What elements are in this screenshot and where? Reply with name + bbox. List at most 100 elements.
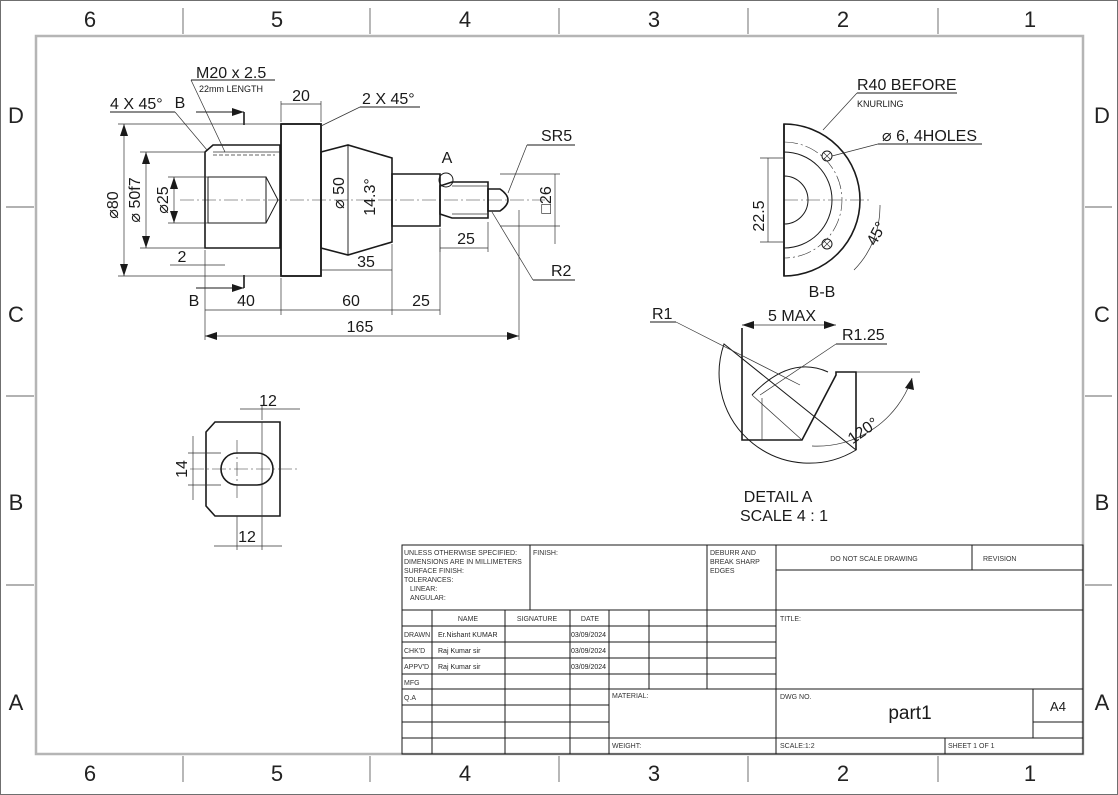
detail-a-view: 5 MAX R1 R1.25 120° DETAIL A SCALE 4 : 1 <box>650 306 920 525</box>
weight-label: WEIGHT: <box>612 743 641 750</box>
dim-dia-50: ⌀ 50 <box>331 177 348 209</box>
dim-dia-25: ⌀25 <box>155 186 172 214</box>
zone-left-d: D <box>8 103 24 128</box>
dim-len-60: 60 <box>342 293 360 310</box>
zone-right-d: D <box>1094 103 1110 128</box>
detail-a-marker: A <box>442 150 453 167</box>
row-chkd-date: 03/09/2024 <box>571 648 606 655</box>
spherical-tip <box>487 188 509 212</box>
finish-label: FINISH: <box>533 550 558 557</box>
section-hatch <box>783 151 833 249</box>
dim-r1-25: R1.25 <box>842 327 885 344</box>
scale-value: SCALE:1:2 <box>780 743 815 750</box>
sheet-size: A4 <box>1050 699 1066 714</box>
r40-before: R40 BEFORE <box>857 77 957 94</box>
dim-len-35: 35 <box>357 254 375 271</box>
zone-top-4: 4 <box>459 7 471 32</box>
title-label: TITLE: <box>780 616 801 623</box>
chamfer-left-callout: 4 X 45° <box>110 96 163 113</box>
dim-len-25-small: 25 <box>457 231 475 248</box>
slot-dim-top-12: 12 <box>259 393 277 410</box>
detail-scale: SCALE 4 : 1 <box>740 508 828 525</box>
hatched-section <box>204 144 281 249</box>
dim-r1: R1 <box>652 306 673 323</box>
zone-labels-left: D C B A <box>8 103 24 715</box>
hole-bottom <box>821 238 833 250</box>
dim-sr5: SR5 <box>541 128 572 145</box>
deburr-line-3: EDGES <box>710 568 735 575</box>
slot-view: 12 14 12 <box>174 393 300 550</box>
col-date: DATE <box>581 616 599 623</box>
zone-ticks <box>6 8 1112 782</box>
slot-dim-bottom-12: 12 <box>238 529 256 546</box>
dim-len-40: 40 <box>237 293 255 310</box>
col-name: NAME <box>458 616 479 623</box>
thread-length-note: 22mm LENGTH <box>199 84 263 94</box>
zone-top-5: 5 <box>271 7 283 32</box>
angle-arc-120 <box>811 377 913 447</box>
slot-dim-left-14: 14 <box>174 460 191 478</box>
row-drawn-role: DRAWN <box>404 632 430 639</box>
revision-label: REVISION <box>983 556 1016 563</box>
row-appvd-name: Raj Kumar sir <box>438 664 481 671</box>
row-appvd-date: 03/09/2024 <box>571 664 606 671</box>
col-signature: SIGNATURE <box>517 616 558 623</box>
slot-part-outline <box>205 421 281 517</box>
dim-len-2: 2 <box>178 249 187 266</box>
deburr-line-2: BREAK SHARP <box>710 559 760 566</box>
spec-line-4: TOLERANCES: <box>404 577 453 584</box>
section-b-b-view: R40 BEFORE KNURLING ⌀ 6, 4HOLES 22.5 45°… <box>751 77 982 301</box>
zone-top-2: 2 <box>837 7 849 32</box>
detail-profile <box>741 328 857 450</box>
thread-callout: M20 x 2.5 <box>196 65 266 82</box>
shaft-stem <box>391 173 441 227</box>
zone-labels-bottom: 6 5 4 3 2 1 <box>84 761 1036 786</box>
row-drawn-name: Er.Nishant KUMAR <box>438 632 498 639</box>
zone-bottom-3: 3 <box>648 761 660 786</box>
dwg-no-label: DWG NO. <box>780 694 812 701</box>
zone-right-a: A <box>1095 690 1110 715</box>
dim-len-25: 25 <box>412 293 430 310</box>
row-mfg-role: MFG <box>404 680 420 687</box>
section-outline <box>783 123 861 277</box>
zone-right-c: C <box>1094 302 1110 327</box>
section-bore <box>783 175 809 225</box>
detail-title: DETAIL A <box>744 489 813 506</box>
holes-callout: ⌀ 6, 4HOLES <box>882 128 977 145</box>
zone-left-c: C <box>8 302 24 327</box>
detail-a-circle <box>438 172 454 188</box>
spec-line-6: ANGULAR: <box>410 595 446 602</box>
zone-bottom-5: 5 <box>271 761 283 786</box>
spec-line-3: SURFACE FINISH: <box>404 568 464 575</box>
row-chkd-name: Raj Kumar sir <box>438 648 481 655</box>
zone-bottom-4: 4 <box>459 761 471 786</box>
zone-bottom-6: 6 <box>84 761 96 786</box>
square-end <box>439 181 489 219</box>
dim-22-5: 22.5 <box>751 200 768 231</box>
spec-line-2: DIMENSIONS ARE IN MILLIMETERS <box>404 559 522 566</box>
drill-point <box>265 176 279 224</box>
section-label-bb: B-B <box>809 284 836 301</box>
dim-len-165: 165 <box>347 319 374 336</box>
zone-top-3: 3 <box>648 7 660 32</box>
dim-taper-angle: 14.3° <box>362 178 379 216</box>
angle-arc-45 <box>853 204 881 271</box>
zone-left-a: A <box>9 690 24 715</box>
main-section-view: A B B M20 x 2.5 22mm LENGTH 4 X 45° 2 X … <box>105 65 575 340</box>
bore <box>207 176 267 224</box>
zone-labels-top: 6 5 4 3 2 1 <box>84 7 1036 32</box>
row-chkd-role: CHK'D <box>404 648 425 655</box>
dwg-no-value: part1 <box>888 703 931 724</box>
zone-labels-right: D C B A <box>1094 103 1110 715</box>
dim-dia-80: ⌀80 <box>105 191 122 219</box>
detail-circle-boundary <box>718 343 857 464</box>
spec-line-1: UNLESS OTHERWISE SPECIFIED: <box>404 550 517 557</box>
dim-square-26: □26 <box>538 186 555 214</box>
section-b-bottom: B <box>189 293 200 310</box>
five-max: 5 MAX <box>768 308 816 325</box>
section-b-top: B <box>175 95 186 112</box>
dim-r2: R2 <box>551 263 572 280</box>
spec-line-5: LINEAR: <box>410 586 437 593</box>
title-block: UNLESS OTHERWISE SPECIFIED: DIMENSIONS A… <box>401 544 1084 755</box>
